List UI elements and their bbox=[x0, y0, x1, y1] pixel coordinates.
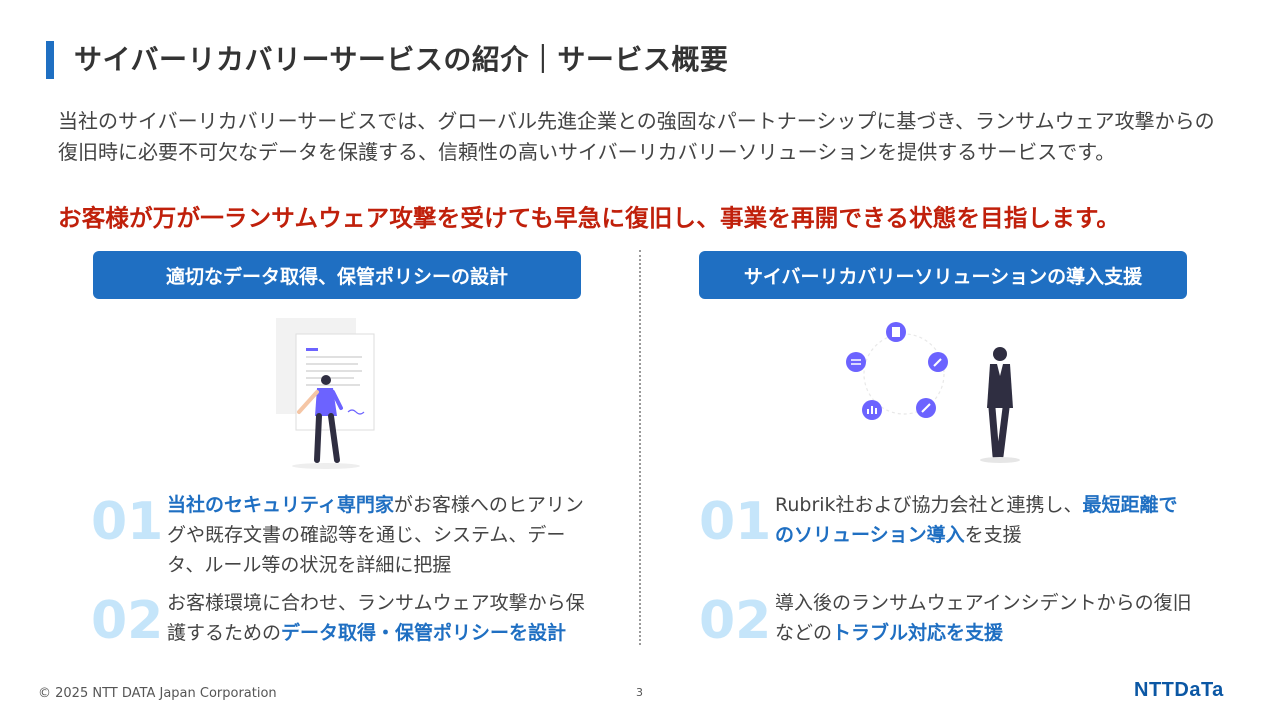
businessman-cycle-illustration bbox=[838, 316, 1028, 466]
right-item-2-text: 導入後のランサムウェアインシデントからの復旧などの bbox=[775, 592, 1192, 644]
left-item-1: 当社のセキュリティ専門家がお客様へのヒアリングや既存文書の確認等を通じ、システム… bbox=[167, 490, 587, 580]
right-item-1-text-after: を支援 bbox=[964, 524, 1022, 546]
right-item-1-number: 01 bbox=[699, 492, 772, 552]
right-item-2: 導入後のランサムウェアインシデントからの復旧などのトラブル対応を支援 bbox=[775, 588, 1195, 648]
left-item-1-emphasis: 当社のセキュリティ専門家 bbox=[167, 494, 394, 516]
right-item-2-number: 02 bbox=[699, 591, 772, 651]
column-divider bbox=[639, 250, 641, 645]
intro-text: 当社のサイバーリカバリーサービスでは、グローバル先進企業との強固なパートナーシッ… bbox=[58, 109, 1215, 164]
left-section-heading: 適切なデータ取得、保管ポリシーの設計 bbox=[93, 251, 581, 299]
left-item-2: お客様環境に合わせ、ランサムウェア攻撃から保護するためのデータ取得・保管ポリシー… bbox=[167, 588, 587, 648]
page-title: サイバーリカバリーサービスの紹介｜サービス概要 bbox=[74, 43, 729, 76]
left-item-2-text: お客様環境に合わせ、ランサムウェア攻撃から保護するための bbox=[167, 592, 585, 644]
title-accent-bar bbox=[46, 41, 54, 79]
person-document-illustration bbox=[270, 316, 390, 476]
right-item-1-text: Rubrik社および協力会社と連携し、 bbox=[775, 494, 1083, 516]
highlight-statement: お客様が万が一ランサムウェア攻撃を受けても早急に復旧し、事業を再開できる状態を目… bbox=[58, 204, 1121, 232]
ntt-data-logo: NTTDaTa bbox=[1134, 679, 1224, 701]
right-item-1-emphasis: 最短距離でのソリューション導入 bbox=[775, 494, 1178, 546]
right-item-1: Rubrik社および協力会社と連携し、最短距離でのソリューション導入を支援 bbox=[775, 490, 1195, 550]
left-item-2-emphasis: データ取得・保管ポリシーを設計 bbox=[281, 622, 567, 644]
page-number: 3 bbox=[636, 686, 643, 699]
right-item-2-emphasis: トラブル対応を支援 bbox=[832, 622, 1004, 644]
left-item-1-text: がお客様へのヒアリングや既存文書の確認等を通じ、システム、データ、ルール等の状況… bbox=[167, 494, 584, 576]
right-section-heading: サイバーリカバリーソリューションの導入支援 bbox=[699, 251, 1187, 299]
left-item-2-number: 02 bbox=[91, 591, 164, 651]
left-item-1-number: 01 bbox=[91, 492, 164, 552]
copyright: © 2025 NTT DATA Japan Corporation bbox=[38, 686, 277, 701]
